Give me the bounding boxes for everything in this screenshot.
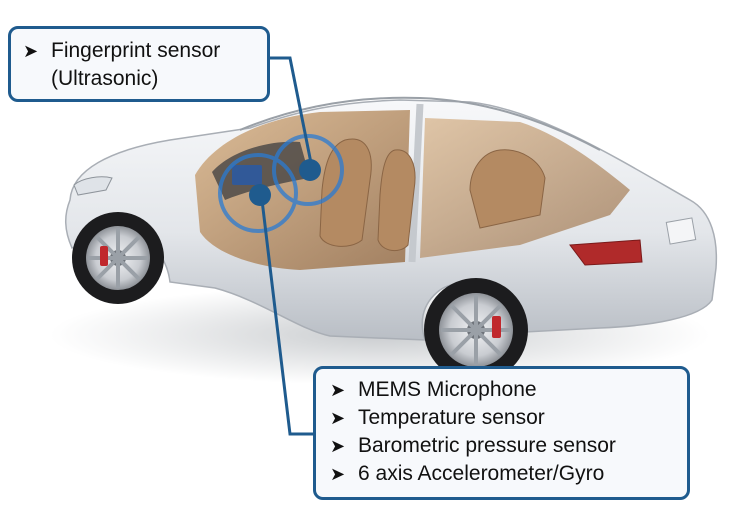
callout-item: ➤ 6 axis Accelerometer/Gyro	[330, 460, 677, 488]
callout-item-label: MEMS Microphone	[358, 378, 537, 401]
callout-item-label: Barometric pressure sensor	[358, 434, 616, 457]
leader-line-bottom	[260, 199, 313, 436]
sensor-dot-steering	[299, 159, 321, 181]
taillight	[569, 239, 643, 266]
sensor-highlight-rings	[218, 134, 344, 233]
callout-item-label: 6 axis Accelerometer/Gyro	[358, 462, 605, 485]
license-plate	[665, 217, 697, 245]
callout-item: ➤ Temperature sensor	[330, 404, 677, 432]
front-wheel	[72, 212, 164, 304]
callout-item-label: Temperature sensor	[358, 406, 545, 429]
driver-seat	[319, 138, 372, 247]
passenger-seat	[377, 149, 416, 252]
callout-sensor-list: ➤ MEMS Microphone ➤ Temperature sensor ➤…	[313, 366, 690, 500]
roof-line	[239, 96, 601, 151]
sensor-dot-cabin	[249, 184, 271, 206]
rear-seat	[469, 149, 546, 229]
arrow-bullet-icon: ➤	[330, 380, 346, 400]
arrow-bullet-icon: ➤	[23, 41, 39, 61]
headlight	[73, 176, 113, 196]
callout-item: ➤ MEMS Microphone	[330, 376, 677, 404]
arrow-bullet-icon: ➤	[330, 408, 346, 428]
arrow-bullet-icon: ➤	[330, 464, 346, 484]
callout-fingerprint-sensor: ➤ Fingerprint sensor (Ultrasonic)	[8, 26, 270, 102]
infotainment-screen	[232, 165, 262, 185]
rear-wheel	[424, 278, 528, 382]
callout-item: ➤ Barometric pressure sensor	[330, 432, 677, 460]
callout-item-continuation: (Ultrasonic)	[23, 65, 257, 93]
b-pillar	[408, 103, 424, 263]
callout-item-subtext: (Ultrasonic)	[51, 67, 159, 90]
leader-line-top	[270, 56, 314, 169]
callout-item: ➤ Fingerprint sensor	[23, 37, 257, 65]
arrow-bullet-icon: ➤	[330, 436, 346, 456]
callout-item-label: Fingerprint sensor	[51, 39, 221, 62]
